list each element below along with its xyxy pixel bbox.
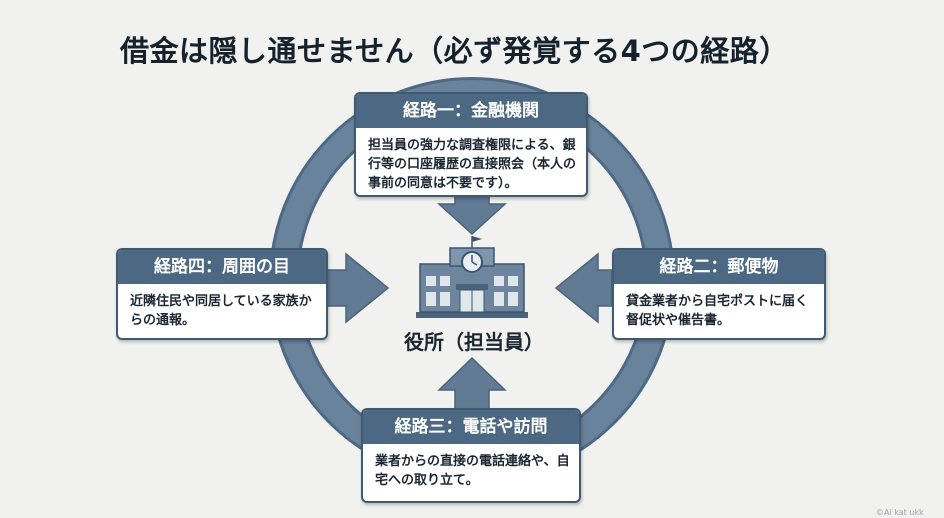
watermark: ©Ai kat ukk bbox=[876, 508, 924, 517]
route-heading: 経路三：電話や訪問 bbox=[363, 410, 579, 444]
route-card-mail: 経路二：郵便物 貸金業者から自宅ポストに届く督促状や催告書。 bbox=[612, 248, 826, 340]
route-description: 近隣住民や同居している家族からの通報。 bbox=[130, 294, 312, 328]
route-heading: 経路二：郵便物 bbox=[614, 250, 824, 284]
route-card-neighbors: 経路四：周囲の目 近隣住民や同居している家族からの通報。 bbox=[116, 248, 328, 340]
page-title: 借金は隠し通せません（必ず発覚する4つの経路） bbox=[120, 34, 789, 68]
route-card-financial: 経路一：金融機関 担当員の強力な調査権限による、銀行等の口座履歴の直接照会（本人… bbox=[354, 92, 588, 197]
route-heading: 経路一：金融機関 bbox=[356, 94, 586, 128]
arrow-from-neighbors bbox=[325, 252, 390, 324]
route-heading: 経路四：周囲の目 bbox=[118, 250, 326, 284]
route-description: 業者からの直接の電話連絡や、自宅への取り立て。 bbox=[375, 454, 570, 488]
arrow-from-phone bbox=[437, 356, 507, 413]
arrow-from-mail bbox=[554, 252, 613, 324]
center-label: 役所（担当員） bbox=[404, 330, 544, 354]
route-card-phone: 経路三：電話や訪問 業者からの直接の電話連絡や、自宅への取り立て。 bbox=[361, 408, 581, 503]
route-description: 担当員の強力な調査権限による、銀行等の口座履歴の直接照会（本人の事前の同意は不要… bbox=[368, 138, 577, 191]
government-building-icon bbox=[416, 236, 528, 318]
route-description: 貸金業者から自宅ポストに届く督促状や催告書。 bbox=[626, 294, 809, 328]
